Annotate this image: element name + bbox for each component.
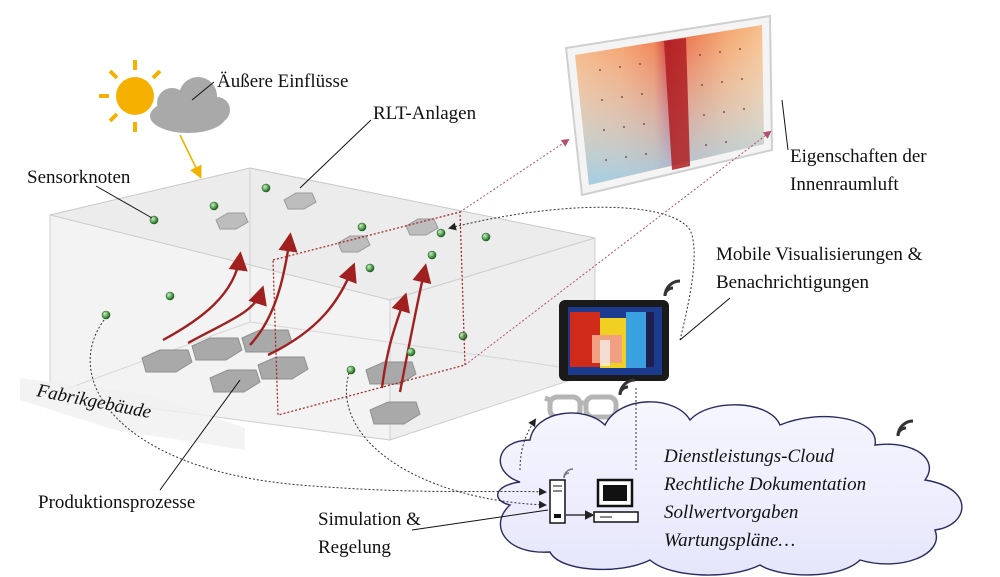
label-indoor-air-line1: Eigenschaften der <box>790 146 927 167</box>
cloud-line-3: Sollwertvorgaben <box>664 502 798 523</box>
sensor-nodes <box>101 183 491 375</box>
label-simulation-line1: Simulation & <box>318 509 421 530</box>
computer-icon <box>593 478 639 523</box>
label-external-influences: Äußere Einflüsse <box>217 71 348 92</box>
leader-lines <box>95 81 789 531</box>
tablet-device <box>559 300 669 381</box>
label-production: Produktionsprozesse <box>38 492 195 513</box>
cross-section-plane <box>272 211 466 416</box>
label-mobile-line1: Mobile Visualisierungen & <box>716 244 923 265</box>
influence-arrow <box>179 134 202 179</box>
wifi-icon <box>563 468 574 479</box>
data-flow-arrows <box>89 206 695 509</box>
label-simulation-line2: Regelung <box>318 537 391 558</box>
wifi-icon <box>896 419 914 437</box>
production-machines <box>141 329 421 425</box>
cloud-line-2: Rechtliche Dokumentation <box>663 474 866 495</box>
label-sensor-nodes: Sensorknoten <box>27 167 131 188</box>
weather-cloud-icon <box>150 77 230 133</box>
hvac-units <box>215 192 439 253</box>
wifi-icon <box>663 279 681 297</box>
server-icon <box>549 479 566 524</box>
heatmap-vector-field <box>599 48 745 161</box>
projection-lines <box>459 130 772 366</box>
wifi-icon <box>618 378 636 396</box>
cloud-line-1: Dienstleistungs-Cloud <box>663 446 834 467</box>
label-indoor-air-line2: Innenraumluft <box>790 174 899 195</box>
label-hvac: RLT-Anlagen <box>373 103 477 124</box>
airflow-arrows <box>162 232 432 393</box>
heatmap-panel <box>564 14 774 197</box>
cloud-line-4: Wartungspläne… <box>664 530 795 551</box>
label-mobile-line2: Benachrichtigungen <box>716 272 870 293</box>
smart-glasses-icon <box>544 394 619 420</box>
service-cloud <box>497 401 963 576</box>
